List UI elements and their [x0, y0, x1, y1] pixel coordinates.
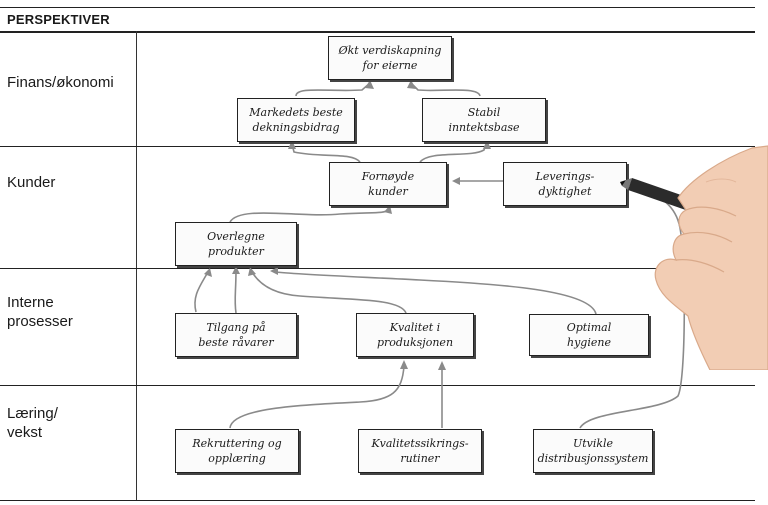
arrow-kvalitet-to-overlegne — [251, 271, 407, 314]
arrow-fornoyde-to-markedets — [291, 143, 361, 163]
row-label-kunder: Kunder — [7, 174, 56, 191]
box-stabil-inntektsbase: Stabil inntektsbase — [422, 98, 546, 142]
box-kvalitet-i-produksjonen: Kvalitet i produksjonen — [356, 313, 474, 357]
box-markedets-beste-dekningsbidrag: Markedets beste dekningsbidrag — [237, 98, 355, 142]
row-divider-internal-learning — [0, 385, 755, 386]
arrow-tilgang-to-overlegne — [234, 269, 237, 314]
bottom-rule — [0, 500, 755, 501]
arrow-hygiene-to-overlegne — [275, 271, 597, 315]
box-tilgang-beste-ravarer: Tilgang på beste råvarer — [175, 313, 297, 357]
arrow-overlegne-to-fornoyde — [229, 209, 389, 223]
box-fornoyde-kunder: Fornøyde kunder — [329, 162, 447, 206]
box-utvikle-distribusjonssystem: Utvikle distribusjonssystem — [533, 429, 653, 473]
box-rekruttering-og-opplaering: Rekruttering og opplæring — [175, 429, 299, 473]
row-divider-customers-internal — [0, 268, 755, 269]
box-okt-verdiskapning: Økt verdiskapning for eierne — [328, 36, 452, 80]
arrow-stabil-to-okt — [411, 83, 481, 97]
arrow-markedets-to-okt — [295, 82, 371, 97]
row-divider-finance-customers — [0, 146, 755, 147]
hand-with-pen-image — [620, 145, 768, 370]
arrow-tilgang-left-to-overlegne — [194, 271, 209, 313]
box-kvalitetssikringsrutiner: Kvalitetssikrings- rutiner — [358, 429, 482, 473]
row-label-finans: Finans/økonomi — [7, 74, 114, 91]
label-column-divider — [136, 31, 137, 501]
top-rule — [0, 7, 755, 8]
header-rule — [0, 31, 755, 33]
row-label-interne-prosesser: Interne prosesser — [7, 294, 73, 330]
row-label-laering-vekst: Læring/ vekst — [7, 405, 58, 441]
box-optimal-hygiene: Optimal hygiene — [529, 314, 649, 356]
arrow-fornoyde-to-stabil — [419, 143, 487, 163]
arrow-rekruttering-to-kvalitet — [229, 365, 405, 429]
arrow-utvikle-to-leverings — [579, 183, 686, 429]
perspectives-header: PERSPEKTIVER — [7, 12, 110, 27]
box-overlegne-produkter: Overlegne produkter — [175, 222, 297, 266]
